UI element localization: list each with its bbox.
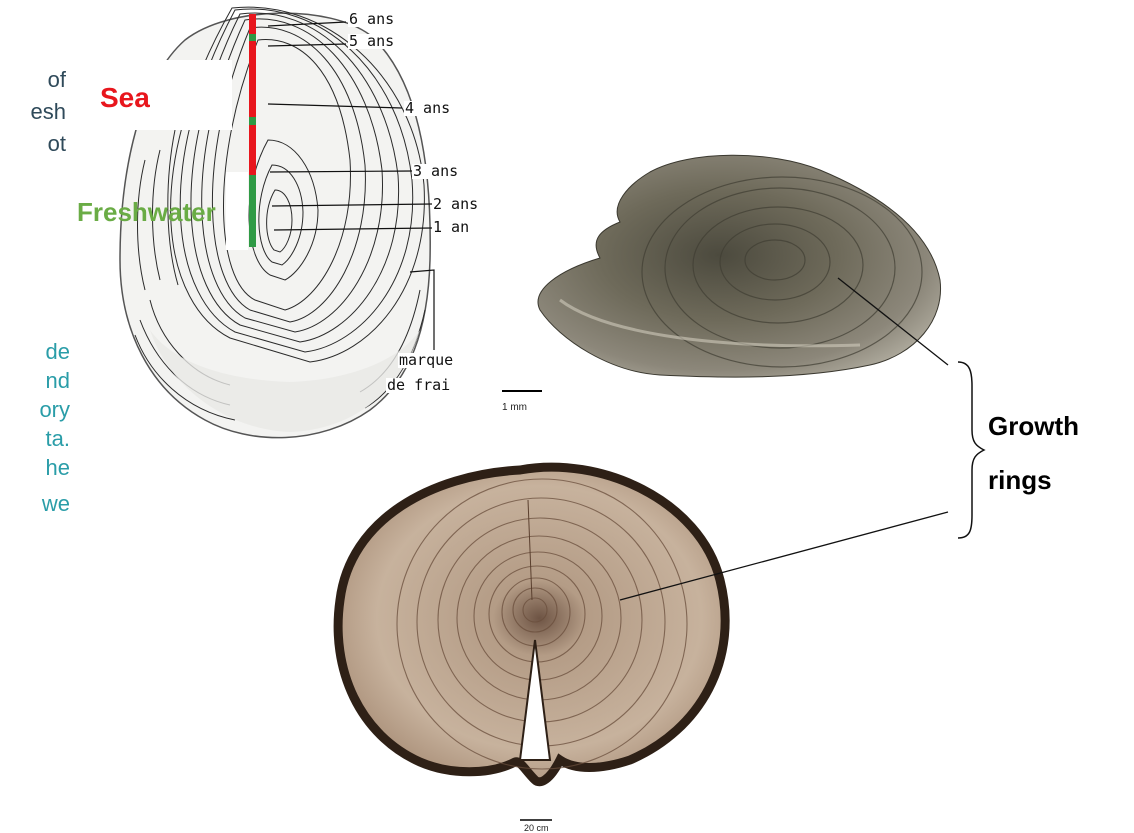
freshwater-label-box (226, 172, 248, 250)
growth-rings-label-line2: rings (988, 464, 1052, 496)
tree-cross-section (338, 467, 725, 820)
age-label-2: 2 ans (432, 197, 479, 212)
growth-rings-label-line1: Growth (988, 410, 1079, 442)
age-label-5: 5 ans (348, 34, 395, 49)
otolith-photo (502, 155, 941, 391)
freshwater-label: Freshwater (77, 197, 216, 228)
growth-brace (958, 362, 984, 538)
marker-segment (249, 117, 256, 125)
tree-scale-label: 20 cm (524, 823, 549, 833)
sea-segment (249, 14, 256, 34)
sea-label-box (70, 60, 232, 130)
age-label-4: 4 ans (404, 101, 451, 116)
age-label-3: 3 ans (412, 164, 459, 179)
sea-segment (249, 125, 256, 175)
otolith-scale-label: 1 mm (502, 402, 527, 413)
migration-bar (249, 14, 256, 247)
sea-label: Sea (100, 82, 150, 114)
freshwater-segment (249, 175, 256, 247)
age-label-1: 1 an (432, 220, 470, 235)
marker-segment (249, 34, 256, 41)
age-label-6: 6 ans (348, 12, 395, 27)
spawn-mark-label: marque (398, 353, 454, 368)
sea-segment (249, 41, 256, 117)
spawn-mark-label: de frai (386, 378, 451, 393)
